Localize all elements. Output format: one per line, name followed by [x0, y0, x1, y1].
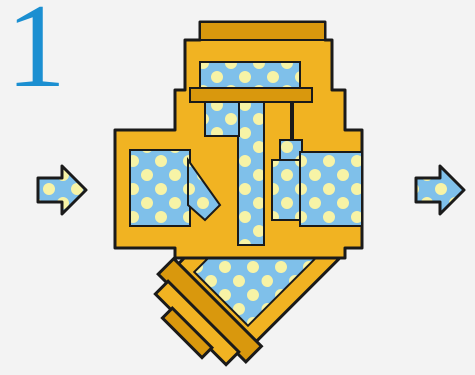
center-passage — [238, 95, 264, 245]
outlet-flow-arrow-icon — [416, 166, 464, 214]
inlet-flow-arrow-icon — [38, 166, 86, 214]
outlet-passage — [272, 152, 362, 226]
